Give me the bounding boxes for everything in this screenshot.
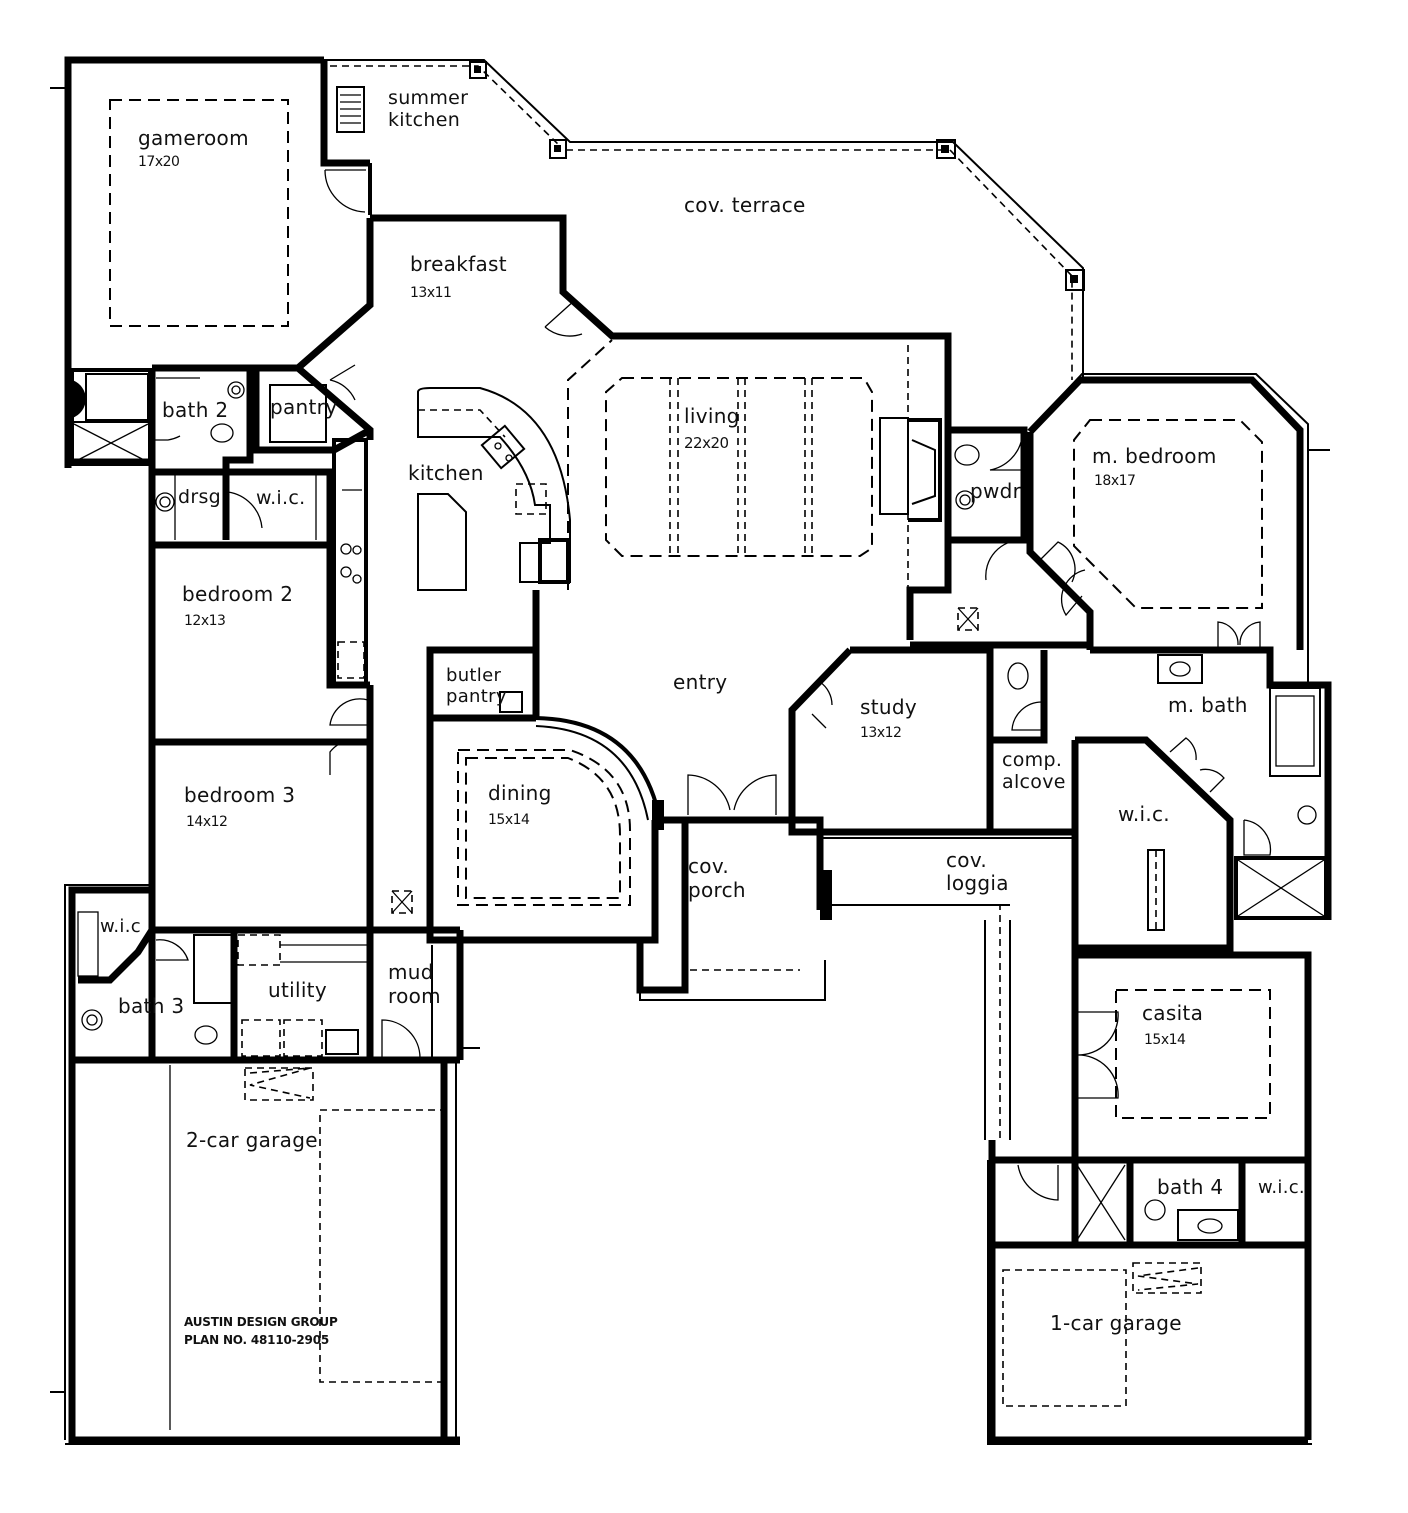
- room-label-mud-room-2: room: [388, 984, 441, 1008]
- room-label-breakfast: breakfast: [410, 252, 507, 276]
- room-label-wic-bath2: w.i.c.: [256, 487, 306, 509]
- room-label-bath2: bath 2: [162, 398, 229, 422]
- room-label-wic-bath3: w.i.c: [100, 916, 141, 937]
- breakfast-walls: [295, 214, 952, 520]
- room-label-butler-pantry-2: pantry: [446, 686, 507, 707]
- room-label-cov-loggia-2: loggia: [946, 871, 1009, 895]
- pwdr-walls: [906, 336, 1090, 649]
- credit-plan-number: PLAN NO. 48110-2905: [184, 1333, 329, 1347]
- room-size-breakfast: 13x11: [410, 285, 452, 301]
- gameroom-walls: [50, 56, 374, 468]
- room-label-drsg: drsg: [178, 486, 222, 508]
- study-walls: [788, 646, 994, 836]
- room-label-wic-master: w.i.c.: [1118, 802, 1170, 826]
- room-label-cov-porch-1: cov.: [688, 854, 730, 878]
- hall-walls: [366, 685, 434, 940]
- room-label-comp-alcove-1: comp.: [1002, 749, 1063, 771]
- garage1-interior: [1002, 1262, 1202, 1407]
- room-label-casita: casita: [1142, 1001, 1204, 1025]
- room-size-casita: 15x14: [1144, 1032, 1186, 1048]
- terrace-outline: [324, 59, 1085, 380]
- room-label-pantry: pantry: [270, 395, 338, 419]
- summer-kitchen-grill-icon: [336, 86, 365, 133]
- room-size-study: 13x12: [860, 725, 902, 741]
- room-label-comp-alcove-2: alcove: [1002, 771, 1066, 793]
- room-label-summer-kitchen-1: summer: [388, 87, 469, 109]
- room-label-butler-pantry-1: butler: [446, 665, 502, 686]
- room-label-bedroom3: bedroom 3: [184, 783, 296, 807]
- drsg-wic-walls: [148, 462, 370, 1060]
- credit-designer: AUSTIN DESIGN GROUP: [184, 1315, 338, 1329]
- room-size-m-bedroom: 18x17: [1094, 473, 1136, 489]
- room-size-bedroom3: 14x12: [186, 814, 228, 830]
- dining-walls: [426, 716, 664, 944]
- room-label-entry: entry: [673, 670, 728, 694]
- m-bedroom-walls: [1026, 373, 1332, 920]
- room-label-wic-bath4: w.i.c.: [1258, 1177, 1305, 1198]
- room-label-bath3: bath 3: [118, 994, 185, 1018]
- room-label-2-car-garage: 2-car garage: [186, 1128, 318, 1152]
- room-label-bedroom2: bedroom 2: [182, 582, 294, 606]
- room-label-summer-kitchen-2: kitchen: [388, 109, 461, 131]
- west-wing-walls: [64, 884, 480, 1444]
- room-label-1-car-garage: 1-car garage: [1050, 1311, 1182, 1335]
- casita-walls: [987, 948, 1312, 1445]
- room-label-cov-loggia-1: cov.: [946, 848, 988, 872]
- garage2-interior: [50, 1062, 460, 1445]
- gameroom-door: [324, 169, 366, 213]
- room-label-utility: utility: [268, 978, 327, 1002]
- room-size-gameroom: 17x20: [138, 154, 180, 170]
- room-label-gameroom: gameroom: [138, 126, 249, 150]
- room-label-cov-terrace: cov. terrace: [684, 193, 806, 217]
- room-size-dining: 15x14: [488, 812, 530, 828]
- room-label-living: living: [684, 404, 740, 428]
- loggia-outline: [820, 837, 1076, 1140]
- room-label-pwdr: pwdr: [970, 479, 1022, 503]
- room-label-bath4: bath 4: [1157, 1175, 1224, 1199]
- butler-pantry-walls: [426, 590, 540, 722]
- living-ceiling: [567, 339, 942, 590]
- bath2-pantry-walls: [68, 368, 372, 540]
- room-label-m-bedroom: m. bedroom: [1092, 444, 1217, 468]
- room-label-m-bath: m. bath: [1168, 693, 1248, 717]
- room-size-bedroom2: 12x13: [184, 613, 226, 629]
- room-label-cov-porch-2: porch: [688, 878, 746, 902]
- room-label-dining: dining: [488, 781, 552, 805]
- room-label-study: study: [860, 695, 917, 719]
- room-label-mud-room-1: mud: [388, 960, 434, 984]
- room-size-living: 22x20: [684, 434, 729, 452]
- m-bath-walls: [986, 650, 1328, 952]
- room-label-kitchen: kitchen: [408, 461, 484, 485]
